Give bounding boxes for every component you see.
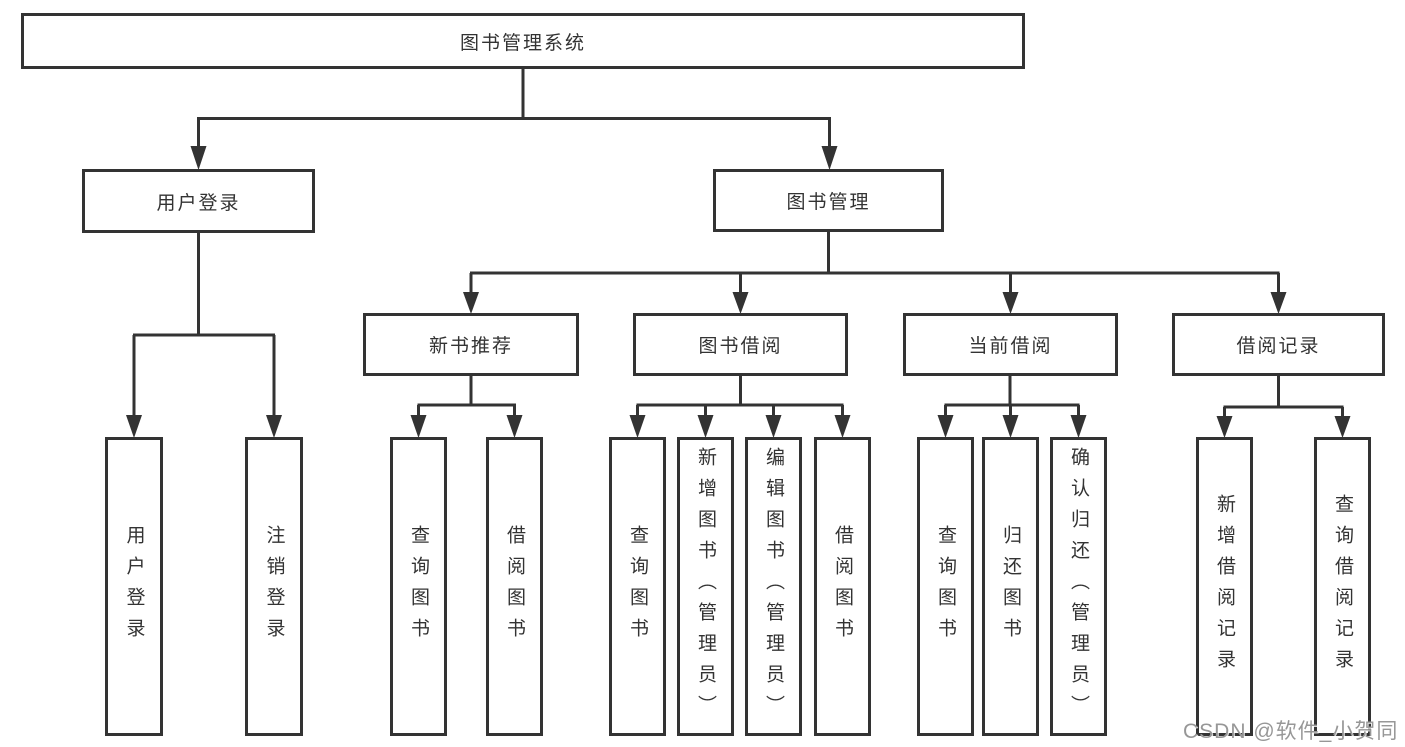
node-book-mgmt-label: 图书管理: [786, 192, 871, 213]
arrowhead: [697, 415, 714, 438]
arrowhead: [1002, 415, 1019, 438]
node-current-borrow: 当前借阅: [903, 313, 1118, 376]
leaf-logout-label: 注销登录: [263, 524, 285, 649]
connector-current-borrow-branch: [944, 375, 1080, 417]
leaf-bb-query-books: 查询图书: [609, 437, 666, 736]
arrowhead: [410, 415, 427, 438]
node-book-borrow: 图书借阅: [633, 313, 848, 376]
node-new-books-label: 新书推荐: [428, 336, 513, 357]
connector-book-borrow-branch: [636, 375, 844, 417]
watermark: CSDN @软件_小贺同学: [1183, 720, 1399, 743]
arrowhead: [821, 146, 838, 170]
arrowhead: [937, 415, 954, 438]
leaf-bb-borrow-books: 借阅图书: [814, 437, 871, 736]
leaf-cb-query-books-label: 查询图书: [935, 524, 956, 649]
node-root-system-label: 图书管理系统: [459, 32, 586, 54]
connector-new-books-branch: [417, 375, 516, 417]
arrowhead: [629, 415, 646, 438]
leaf-logout: 注销登录: [245, 437, 303, 736]
connector-book-mgmt-branch: [469, 232, 1280, 293]
leaf-cb-return-books: 归还图书: [982, 437, 1039, 736]
node-borrow-records-label: 借阅记录: [1236, 336, 1321, 357]
leaf-rec-query-books-label: 查询图书: [408, 524, 429, 649]
leaf-bb-add-books: 新增图书（管理员）: [677, 437, 734, 736]
node-current-borrow-label: 当前借阅: [968, 336, 1053, 357]
arrowhead: [190, 146, 207, 170]
node-new-books: 新书推荐: [363, 313, 579, 376]
leaf-bb-query-books-label: 查询图书: [627, 524, 648, 649]
arrowhead: [1334, 416, 1351, 438]
leaf-bb-add-books-label: 新增图书（管理员）: [695, 447, 716, 726]
leaf-cb-return-books-label: 归还图书: [1000, 524, 1021, 649]
connector-borrow-records-branch: [1223, 375, 1344, 418]
node-root-system: 图书管理系统: [21, 13, 1025, 69]
node-borrow-records: 借阅记录: [1172, 313, 1385, 376]
arrowhead: [834, 415, 851, 438]
leaf-user-login-label: 用户登录: [123, 524, 145, 649]
arrowhead: [732, 292, 749, 314]
arrowhead: [1070, 415, 1087, 438]
leaf-br-add-record-label: 新增借阅记录: [1214, 493, 1235, 680]
leaf-br-query-record: 查询借阅记录: [1314, 437, 1371, 736]
leaf-rec-query-books: 查询图书: [390, 437, 447, 736]
leaf-cb-query-books: 查询图书: [917, 437, 974, 736]
node-book-mgmt: 图书管理: [713, 169, 944, 232]
node-book-borrow-label: 图书借阅: [698, 336, 783, 357]
leaf-user-login: 用户登录: [105, 437, 163, 736]
node-user-login: 用户登录: [82, 169, 315, 233]
node-user-login-label: 用户登录: [156, 192, 241, 214]
arrowhead: [1216, 416, 1233, 438]
arrowhead: [463, 292, 479, 314]
arrowhead: [1002, 292, 1019, 314]
leaf-bb-edit-books: 编辑图书（管理员）: [745, 437, 802, 736]
arrowhead: [765, 415, 782, 438]
arrowhead: [506, 415, 523, 438]
leaf-br-add-record: 新增借阅记录: [1196, 437, 1253, 736]
arrowhead: [126, 415, 142, 438]
leaf-cb-confirm-return-label: 确认归还（管理员）: [1068, 447, 1089, 726]
connector-root-to-level2: [197, 69, 831, 148]
leaf-rec-borrow-books-label: 借阅图书: [504, 524, 525, 649]
leaf-cb-confirm-return: 确认归还（管理员）: [1050, 437, 1107, 736]
leaf-bb-edit-books-label: 编辑图书（管理员）: [763, 447, 784, 726]
arrowhead: [266, 415, 282, 438]
connector-user-login-branch: [132, 232, 276, 417]
arrowhead: [1270, 292, 1287, 314]
leaf-rec-borrow-books: 借阅图书: [486, 437, 543, 736]
leaf-br-query-record-label: 查询借阅记录: [1332, 493, 1353, 680]
leaf-bb-borrow-books-label: 借阅图书: [832, 524, 853, 649]
